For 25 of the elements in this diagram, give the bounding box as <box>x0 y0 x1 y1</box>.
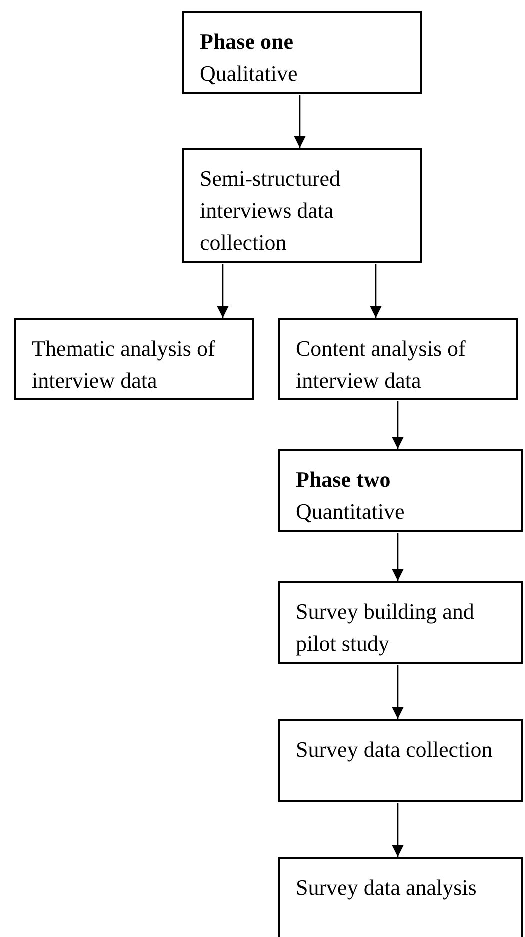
arrow <box>392 533 404 581</box>
step-text: Survey data collection <box>296 736 494 764</box>
arrow <box>294 95 306 148</box>
step-text: Semi-structured interviews data collection <box>200 165 342 257</box>
arrow <box>370 264 382 318</box>
process-box <box>278 318 518 400</box>
process-box <box>278 449 523 532</box>
step-text: Thematic analysis of interview data <box>32 335 216 395</box>
process-box <box>14 318 254 400</box>
process-box <box>278 719 523 802</box>
phase-heading: Phase two <box>296 466 392 494</box>
arrow <box>392 401 404 449</box>
step-text: Survey data analysis <box>296 874 478 902</box>
process-box <box>278 581 523 664</box>
arrow <box>392 665 404 719</box>
phase-heading: Phase one <box>200 28 294 56</box>
step-text: Content analysis of interview data <box>296 335 467 395</box>
step-text: Survey building and pilot study <box>296 598 476 658</box>
process-box <box>278 857 523 937</box>
arrow <box>217 264 229 318</box>
step-text: Quantitative <box>296 498 406 526</box>
arrow <box>392 803 404 857</box>
process-box <box>182 148 422 263</box>
step-text: Qualitative <box>200 60 299 88</box>
process-box <box>182 11 422 94</box>
